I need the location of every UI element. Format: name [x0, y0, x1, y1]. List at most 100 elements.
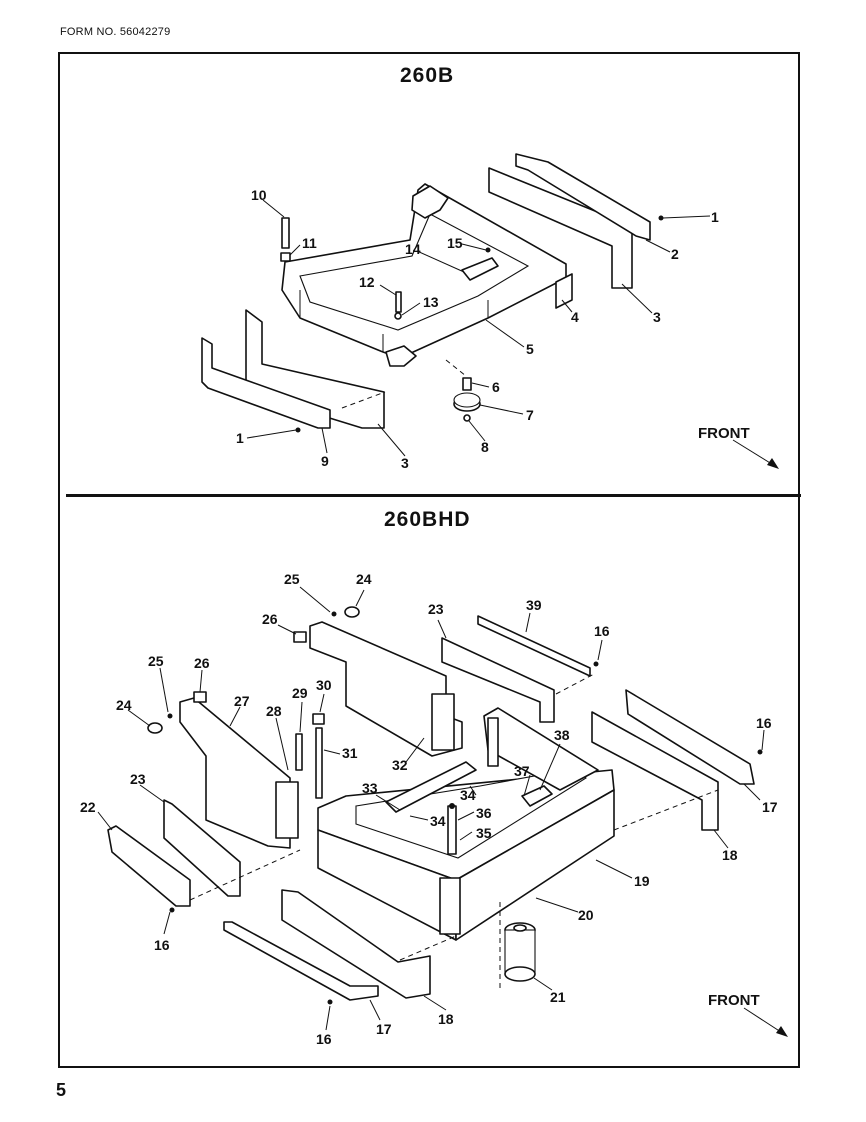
- corner-bracket: [385, 345, 417, 367]
- callout-30: 30: [316, 677, 332, 693]
- callout-16b: 16: [756, 715, 772, 731]
- pin-part-29: [295, 733, 303, 771]
- callout-28: 28: [266, 703, 282, 719]
- callout-25b: 25: [148, 653, 164, 669]
- rear-panel-part-23: [441, 637, 555, 723]
- callout-32: 32: [392, 757, 408, 773]
- front-strip-part-17: [223, 921, 379, 1001]
- callout-4: 4: [571, 309, 579, 325]
- callout-21: 21: [550, 989, 566, 1005]
- left-channel: [275, 781, 299, 839]
- callout-27: 27: [234, 693, 250, 709]
- rear-panel-part-32: [309, 621, 463, 757]
- assembly-260b: [201, 153, 779, 469]
- assembly-260bhd: [97, 586, 788, 1037]
- callout-16c: 16: [154, 937, 170, 953]
- callout-16: 16: [594, 623, 610, 639]
- callout-23b: 23: [130, 771, 146, 787]
- frame-inner-cut: [299, 213, 530, 331]
- left-panel-part-27: [179, 697, 291, 849]
- rod-part-31: [315, 727, 323, 799]
- callout-22: 22: [80, 799, 96, 815]
- rear-channel: [431, 693, 455, 751]
- rear-housing: [411, 185, 449, 219]
- clip-part-37: [521, 785, 553, 807]
- form-number: FORM NO. 56042279: [60, 26, 171, 38]
- callout-35: 35: [476, 825, 492, 841]
- front-corner-post: [439, 877, 461, 935]
- trim-strip-part-2: [515, 153, 651, 241]
- bracket-part-26b: [293, 631, 307, 643]
- callout-23: 23: [428, 601, 444, 617]
- left-strip-part-22: [107, 825, 191, 907]
- panel-title-260bhd: 260BHD: [384, 508, 471, 531]
- callout-15: 15: [447, 235, 463, 251]
- panel-divider: [66, 494, 801, 497]
- callout-3: 3: [653, 309, 661, 325]
- stud-part-6: [462, 377, 472, 391]
- callout-20: 20: [578, 907, 594, 923]
- bracket-part-33: [385, 761, 477, 813]
- callout-19: 19: [634, 873, 650, 889]
- callout-17: 17: [762, 799, 778, 815]
- callout-26: 26: [262, 611, 278, 627]
- callouts-260bhd: 25 24 26 23 39 16 25 26 24 27 28 29 30 3…: [80, 571, 778, 1047]
- callout-37: 37: [514, 763, 530, 779]
- pin-part-10: [281, 217, 290, 249]
- bolt-part-12: [395, 291, 402, 313]
- left-panel-part-23: [163, 799, 241, 897]
- callout-24b: 24: [116, 697, 132, 713]
- callout-9: 9: [321, 453, 329, 469]
- right-strip-part-17: [625, 689, 755, 785]
- left-strip-part-9: [201, 337, 331, 429]
- front-label-260b: FRONT: [698, 425, 750, 442]
- callout-6: 6: [492, 379, 500, 395]
- raised-post: [487, 717, 499, 767]
- cap-part-30: [312, 713, 325, 725]
- callout-12: 12: [359, 274, 375, 290]
- callout-34: 34: [460, 787, 476, 803]
- callout-3b: 3: [401, 455, 409, 471]
- callout-16d: 16: [316, 1031, 332, 1047]
- callout-5: 5: [526, 341, 534, 357]
- callout-10: 10: [251, 187, 267, 203]
- post-part-36: [447, 805, 457, 855]
- callout-8: 8: [481, 439, 489, 455]
- callout-34b: 34: [430, 813, 446, 829]
- page-number: 5: [56, 1080, 67, 1100]
- callout-39: 39: [526, 597, 542, 613]
- callout-26b: 26: [194, 655, 210, 671]
- nut-part-8: [463, 414, 471, 422]
- callout-38: 38: [554, 727, 570, 743]
- callout-7: 7: [526, 407, 534, 423]
- callout-2: 2: [671, 246, 679, 262]
- callouts-260b: 10 11 12 13 14 15 1 2 3 4 5 6 7 8 1 9 3 …: [236, 187, 750, 471]
- right-panel-part-18: [591, 711, 719, 831]
- callout-14: 14: [405, 241, 421, 257]
- callout-18: 18: [722, 847, 738, 863]
- callout-33: 33: [362, 780, 378, 796]
- callout-1: 1: [711, 209, 719, 225]
- callout-24: 24: [356, 571, 372, 587]
- bracket-part-26: [193, 691, 207, 703]
- callout-17b: 17: [376, 1021, 392, 1037]
- callout-36: 36: [476, 805, 492, 821]
- front-label-260bhd: FRONT: [708, 992, 760, 1009]
- clip-part-14: [461, 257, 499, 281]
- callout-25: 25: [284, 571, 300, 587]
- spacer-part-11: [280, 252, 291, 262]
- block-part-4: [555, 273, 573, 309]
- washer-part-13: [394, 312, 402, 320]
- callout-29: 29: [292, 685, 308, 701]
- callout-31: 31: [342, 745, 358, 761]
- callout-13: 13: [423, 294, 439, 310]
- front-panel-part-18: [281, 889, 431, 999]
- callout-11: 11: [302, 235, 317, 251]
- panel-title-260b: 260B: [400, 64, 455, 87]
- bumper-part-24b: [344, 606, 360, 618]
- diagram-frame: [58, 52, 800, 1068]
- callout-1b: 1: [236, 430, 244, 446]
- callout-18b: 18: [438, 1011, 454, 1027]
- bumper-part-24: [147, 722, 163, 734]
